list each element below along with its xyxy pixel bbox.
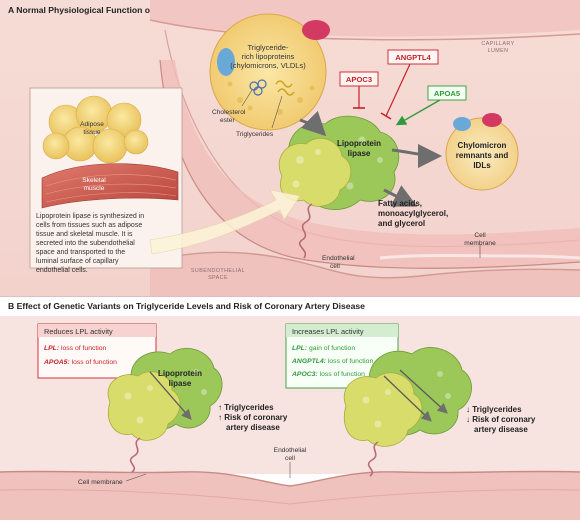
reduces-item-2: APOA5: loss of function (43, 359, 117, 366)
right-outcome-2: ↓ Risk of coronary (466, 415, 536, 424)
remnant-apo-magenta (482, 113, 502, 127)
chylomicron-remnant (445, 113, 519, 191)
cholesterol-ester-label-1: Cholesterol (212, 109, 246, 116)
subendothelial-region (150, 252, 580, 296)
skeletal-label-1: Skeletal (82, 177, 106, 184)
cell-membrane-label-b: Cell membrane (78, 479, 123, 486)
trl-label-3: (chylomicrons, VLDLs) (230, 61, 306, 70)
left-outcome-1: ↑ Triglycerides (218, 403, 274, 412)
triglycerides-label: Triglycerides (236, 131, 274, 138)
capillary-lumen-label-1: CAPILLARY (481, 41, 514, 47)
endothelial-cell-label-a-1: Endothelial (322, 255, 355, 262)
synthesis-text-4: secreted into the subendothelial (36, 240, 135, 247)
apoa5-label: APOA5 (434, 89, 461, 98)
triglyceride-rich-lipoprotein (209, 13, 330, 131)
angptl4-regulator: ANGPTL4 (380, 49, 439, 120)
reduces-heading: Reduces LPL activity (44, 327, 113, 336)
angptl4-label: ANGPTL4 (395, 53, 431, 62)
increases-item-2: ANGPTL4: loss of function (291, 358, 373, 365)
increased-activity-arrow (383, 375, 432, 422)
products-label-1: Fatty acids, (378, 199, 422, 208)
triglyceride-molecule (275, 80, 295, 96)
lpl-anchor-chain-left (129, 437, 141, 473)
lpl-label-a-1: Lipoprotein (337, 139, 381, 148)
apoa5-regulator: APOA5 (395, 85, 467, 126)
membrane-highlight (379, 254, 580, 260)
skeletal-label-2: muscle (84, 185, 105, 192)
synthesis-text-6: luminal surface of capillary (36, 258, 119, 265)
cell-membrane-label-a-2: membrane (464, 240, 496, 247)
remnants-label-1: Chylomicron (458, 141, 507, 150)
adipose-label-1: Adipose (80, 121, 104, 128)
lpl-label-b-1: Lipoprotein (158, 369, 202, 378)
synthesis-text-2: cells from tissues such as adipose (36, 222, 142, 229)
lpl-label-a-2: lipase (348, 149, 371, 158)
cholesterol-ester-molecule (249, 79, 267, 96)
lower-cell-membrane (149, 251, 580, 279)
skeletal-muscle-illustration (41, 163, 179, 209)
panel-b-inner-membrane (0, 489, 580, 505)
remnants-label-3: IDLs (473, 161, 491, 170)
products-label-3: and glycerol (378, 219, 425, 228)
increases-item-1: LPL: gain of function (292, 345, 355, 352)
lpl-anchor-chain-a (298, 203, 313, 259)
triglyceride-leader (271, 95, 283, 129)
apoc3-label: APOC3 (346, 75, 372, 84)
increases-heading: Increases LPL activity (292, 327, 364, 336)
adipose-tissue-illustration (42, 95, 149, 164)
lpl-label-b-2: lipase (169, 379, 192, 388)
apolipoprotein-magenta (302, 20, 330, 40)
lpl-anchor-chain-right (367, 441, 379, 477)
remnants-label-2: remnants and (456, 151, 509, 160)
right-outcome-1: ↓ Triglycerides (466, 405, 522, 414)
apolipoprotein-blue (217, 48, 235, 76)
transport-arrow (149, 189, 301, 255)
subendothelial-label-1: SUBENDOTHELIAL (191, 268, 245, 274)
synthesis-text-5: space and transported to the (36, 249, 125, 256)
apoc3-regulator: APOC3 (339, 71, 379, 109)
panel-a-title: A Normal Physiological Function of Lipop… (8, 5, 232, 15)
trl-to-lpl-arrow (299, 110, 327, 137)
cell-membrane-label-a-1: Cell (474, 232, 486, 239)
panel-b-membrane (0, 470, 580, 487)
increases-item-3: APOC3: loss of function (291, 371, 365, 378)
endothelial-cell-label-a-2: cell (330, 263, 340, 270)
trl-label-1: Triglyceride- (248, 43, 289, 52)
tissue-inset: Adipose tissue Skeletal muscle (29, 87, 183, 269)
vessel-membrane-top (149, 19, 580, 41)
panel-b-endothelium (0, 471, 580, 520)
right-outcome-3: artery disease (474, 425, 528, 434)
capillary-lumen-label-2: LUMEN (488, 48, 509, 54)
reduces-item-1: LPL: loss of function (44, 345, 107, 352)
products-label-2: monoacylglycerol, (378, 209, 448, 218)
lipoprotein-lipase-reduced (107, 347, 223, 473)
cholesterol-leader (241, 89, 253, 107)
synthesis-text-1: Lipoprotein lipase is synthesized in (36, 213, 144, 220)
remnant-apo-blue (453, 117, 471, 131)
left-outcome-3: artery disease (226, 423, 280, 432)
reduced-activity-arrow (149, 371, 192, 420)
lpl-to-products-arrow (383, 185, 418, 207)
panel-b-title: B Effect of Genetic Variants on Triglyce… (8, 301, 365, 311)
increased-activity-arrow-2 (399, 369, 448, 414)
synthesis-text-7: endothelial cells. (36, 267, 88, 274)
cholesterol-ester-label-2: ester (220, 117, 235, 124)
subendothelial-label-2: SPACE (208, 275, 228, 281)
trl-label-2: rich lipoproteins (242, 52, 295, 61)
endothelial-cell-label-b-1: Endothelial (274, 447, 307, 454)
adipose-label-2: tissue (83, 129, 101, 136)
left-outcome-2: ↑ Risk of coronary (218, 413, 288, 422)
lpl-to-remnant-arrow (391, 143, 442, 168)
lipoprotein-lipase-dimer-a (278, 115, 400, 259)
synthesis-text-3: tissue and skeletal muscle. It is (36, 231, 133, 238)
cell-membrane-leader-b (125, 473, 147, 482)
endothelial-cell-label-b-2: cell (285, 455, 295, 462)
